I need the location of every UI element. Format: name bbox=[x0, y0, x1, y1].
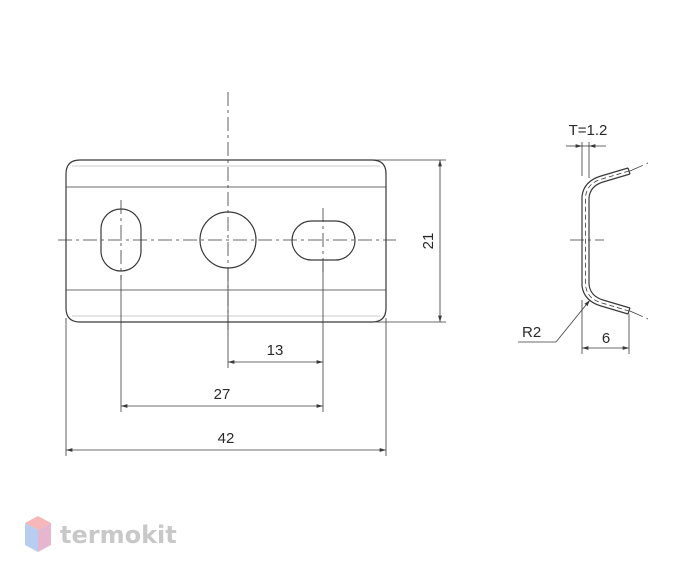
side-view bbox=[570, 162, 649, 320]
front-view bbox=[58, 92, 396, 330]
dim-text-21: 21 bbox=[420, 233, 437, 250]
profile-center bbox=[585, 170, 630, 312]
profile-inner bbox=[588, 173, 631, 309]
front-dimensions: 13 27 42 21 bbox=[65, 159, 446, 456]
dim-text-13: 13 bbox=[267, 342, 284, 359]
plate-outline bbox=[65, 159, 387, 323]
leader-radius bbox=[555, 299, 591, 343]
horizontal-slot bbox=[291, 220, 356, 261]
dim-text-27: 27 bbox=[214, 386, 231, 403]
termokit-logo: termokit bbox=[25, 516, 177, 552]
dim-text-thickness: T=1.2 bbox=[569, 122, 608, 139]
cube-icon bbox=[25, 516, 51, 552]
logo-text: termokit bbox=[60, 521, 177, 549]
side-dimensions: T=1.2 R2 6 bbox=[518, 122, 630, 354]
profile-outer bbox=[581, 167, 629, 315]
dim-text-42: 42 bbox=[218, 430, 235, 447]
dim-text-flange: 6 bbox=[602, 330, 610, 347]
dim-text-radius: R2 bbox=[522, 324, 541, 341]
